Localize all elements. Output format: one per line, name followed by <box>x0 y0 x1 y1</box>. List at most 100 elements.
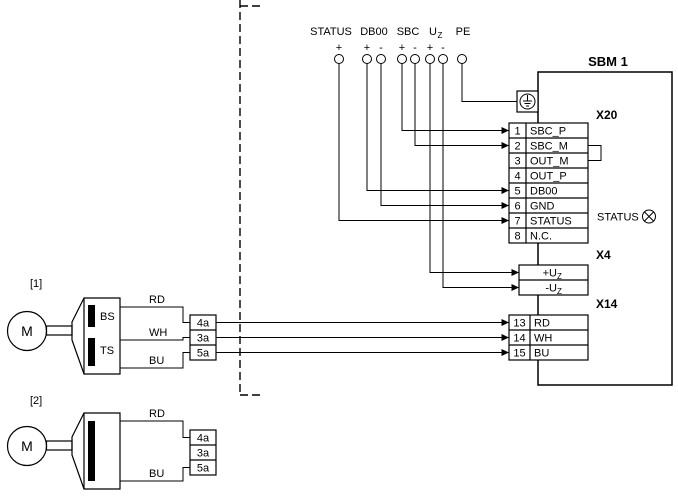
motor2-wire-bu-label: BU <box>149 468 164 480</box>
x20-row-num: 8 <box>514 231 520 243</box>
db00-plus-sign: + <box>364 42 370 54</box>
x20-terminal-block <box>508 122 589 244</box>
motor1-wire-bu <box>120 352 190 369</box>
sbc-plus-sign: + <box>399 42 405 54</box>
x20-row-num: 6 <box>514 201 520 213</box>
wire-uz-minus <box>442 63 519 288</box>
status-plus-sign: + <box>336 42 342 54</box>
x20-row-num: 3 <box>514 156 520 168</box>
x20-row-num: 5 <box>514 186 520 198</box>
uz-terminal-label-sub: Z <box>438 31 443 40</box>
motor1-wire-wh <box>120 337 190 341</box>
x14-row-num: 13 <box>513 318 525 330</box>
x20-row-name: OUT_M <box>530 156 569 168</box>
x4-label: X4 <box>596 248 611 262</box>
motor2-shaft <box>45 440 73 451</box>
motor1-terminal-5a: 5a <box>197 348 210 360</box>
uz-minus-terminal <box>438 54 448 64</box>
db00-minus-sign: - <box>379 42 383 54</box>
x14-row-name: RD <box>534 318 550 330</box>
motor2-wire-rd-label: RD <box>149 408 165 420</box>
x14-terminal-block <box>508 314 589 361</box>
x20-row-name: DB00 <box>530 186 558 198</box>
motor2-ref: [2] <box>30 395 42 407</box>
motor1-terminal-4a: 4a <box>197 318 210 330</box>
x4-terminal-block <box>518 264 589 296</box>
motor1-ts-label: TS <box>100 345 114 357</box>
motor1-ref: [1] <box>30 278 42 290</box>
uz-plus-sign: + <box>427 42 433 54</box>
pe-terminal <box>457 54 467 64</box>
x20-row-num: 2 <box>514 141 520 153</box>
wire-sbc-plus <box>401 63 509 131</box>
x4-row-base: -U <box>545 283 557 295</box>
wire-uz-plus <box>429 63 519 273</box>
x20-row-num: 4 <box>514 171 520 183</box>
wire-db00-plus <box>366 63 509 191</box>
x20-row-name: STATUS <box>530 216 572 228</box>
x20-label: X20 <box>596 108 618 122</box>
motor2-wire-bu <box>120 467 190 482</box>
x20-row-name: SBC_P <box>530 126 566 138</box>
arrow-x14-rd <box>501 319 509 326</box>
module-title: SBM 1 <box>588 54 628 69</box>
motor1-wire-rd <box>120 306 190 323</box>
arrow-uz-minus <box>511 284 519 291</box>
arrow-status-plus <box>501 217 509 224</box>
wire-db00-minus <box>380 63 509 206</box>
x14-row-num: 14 <box>513 333 525 345</box>
x4-row-base: +U <box>543 268 557 280</box>
arrow-x14-wh <box>501 334 509 341</box>
x20-row-name: N.C. <box>530 231 552 243</box>
motor1-terminal-block <box>189 314 217 361</box>
sbc-minus-sign: - <box>413 42 417 54</box>
motor1-bs-label: BS <box>100 311 115 323</box>
status-terminal-label: STATUS <box>310 26 352 38</box>
uz-terminal-label: U <box>429 26 437 38</box>
motor2-wire-rd <box>120 420 190 438</box>
motor1-wire-rd-label: RD <box>149 294 165 306</box>
x14-label: X14 <box>596 297 618 311</box>
motor1-terminal-3a: 3a <box>197 333 210 345</box>
sbc-terminal-label: SBC <box>397 26 420 38</box>
status-led-icon <box>642 209 656 224</box>
motor1-brake-sensor-bar <box>88 305 95 327</box>
motor1-temperature-sensor-bar <box>88 338 95 366</box>
x20-row-num: 7 <box>514 216 520 228</box>
uz-plus-terminal <box>425 54 435 64</box>
pe-terminal-label: PE <box>456 26 471 38</box>
motor2-terminal-block <box>189 429 217 476</box>
uz-minus-sign: - <box>441 42 445 54</box>
motor2-encoder-connector <box>71 412 121 490</box>
motor1-wire-wh-label: WH <box>149 327 167 339</box>
motor2-terminal-4a: 4a <box>197 433 210 445</box>
ground-icon <box>519 93 536 110</box>
arrow-sbc-minus <box>501 142 509 149</box>
db00-minus-terminal <box>376 54 386 64</box>
arrow-sbc-plus <box>501 127 509 134</box>
motor2-sensor-bar <box>88 421 95 481</box>
motor2-terminal-3a: 3a <box>197 448 210 460</box>
x4-row-sub: Z <box>557 287 562 296</box>
motor2-m-label: M <box>21 438 33 454</box>
arrow-db00-minus <box>501 202 509 209</box>
motor1-shaft <box>45 325 73 336</box>
wire-sbc-minus <box>414 63 509 146</box>
arrow-x14-bu <box>501 349 509 356</box>
db00-terminal-label: DB00 <box>360 26 388 38</box>
wire-status-plus <box>338 63 509 221</box>
motor2-terminal-5a: 5a <box>197 463 210 475</box>
wire-pe <box>461 63 517 102</box>
x14-row-name: WH <box>534 333 552 345</box>
jumper-sbcm-outm <box>588 145 602 161</box>
arrow-uz-plus <box>511 269 519 276</box>
x4-row-sub: Z <box>557 272 562 281</box>
arrow-db00-plus <box>501 187 509 194</box>
sbc-minus-terminal <box>410 54 420 64</box>
x20-row-num: 1 <box>514 126 520 138</box>
status-plus-terminal <box>334 54 344 64</box>
motor1-encoder-connector <box>71 297 121 375</box>
x14-row-name: BU <box>534 348 549 360</box>
x20-row-name: SBC_M <box>530 141 568 153</box>
